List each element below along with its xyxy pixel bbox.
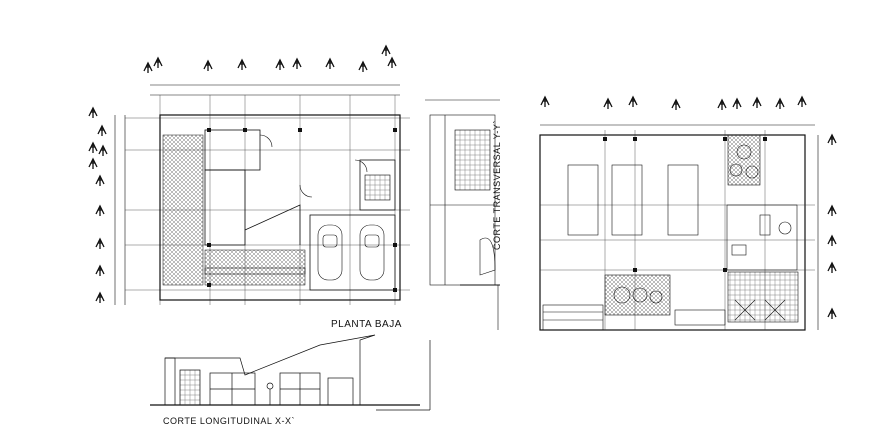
- planta-baja-label: PLANTA BAJA: [331, 319, 402, 330]
- axis-markers-left: [88, 107, 108, 304]
- axis-markers-top: [143, 45, 397, 74]
- floor-plan: [88, 45, 410, 305]
- corte-longitudinal-label: CORTE LONGITUDINAL X-X`: [163, 416, 296, 426]
- transverse-section-elevation: [425, 99, 500, 330]
- longitudinal-section: [150, 334, 431, 411]
- right-section-plan: [539, 96, 837, 331]
- corte-transversal-label: CORTE TRANSVERSAL Y-Y`: [492, 120, 502, 250]
- axis-markers-right-side: [827, 134, 837, 320]
- axis-markers-right-top: [540, 96, 807, 111]
